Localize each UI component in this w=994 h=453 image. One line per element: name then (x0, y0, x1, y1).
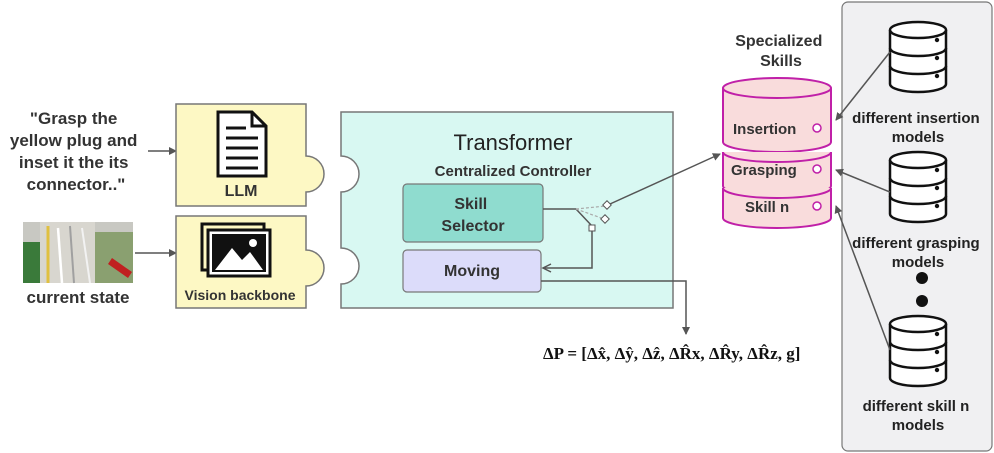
moving-box (402, 249, 542, 293)
transformer-subtitle: Centralized Controller (435, 163, 592, 180)
insertion-models-label: different insertion models (852, 110, 984, 146)
database-icon-skill-n (888, 314, 948, 388)
moving-label: Moving (444, 263, 500, 280)
document-icon (216, 110, 268, 178)
skill-layer-insertion: Insertion (733, 121, 796, 138)
skill-selector-label: Skill Selector (441, 196, 504, 235)
database-icon-grasping (888, 150, 948, 224)
skill-switch (541, 200, 612, 273)
database-icon-insertion (888, 20, 948, 94)
llm-label: LLM (225, 183, 258, 200)
model-panel (841, 1, 993, 452)
arrow-moving-output (541, 280, 690, 335)
arrow-grasping-models (835, 168, 891, 193)
arrow-selector-to-skills (609, 153, 721, 205)
vision-backbone-label: Vision backbone (185, 287, 296, 303)
current-state-photo (23, 222, 133, 284)
specialized-skills-title: Specialized Skills (735, 33, 827, 70)
output-formula: ΔP = [Δx̂, Δŷ, Δẑ, ΔR̂x, ΔR̂y, ΔR̂z, g] (543, 344, 800, 363)
skill-layer-grasping: Grasping (731, 162, 797, 179)
current-state-label: current state (27, 288, 130, 307)
ellipsis-dot (916, 272, 928, 284)
grasping-models-label: different grasping models (852, 235, 984, 271)
image-gallery-icon (200, 222, 272, 278)
ellipsis-dot (916, 295, 928, 307)
instruction-text: "Grasp the yellow plug and inset it the … (10, 109, 142, 194)
skill-selector-box (402, 183, 544, 243)
arrow-skill-n-models (834, 205, 891, 351)
arrow-insertion-models (835, 51, 891, 121)
transformer-title: Transformer (454, 130, 573, 155)
specialized-skills-stack (722, 77, 832, 229)
skill-n-models-label: different skill n models (863, 398, 974, 434)
skill-layer-skill-n: Skill n (745, 199, 789, 216)
